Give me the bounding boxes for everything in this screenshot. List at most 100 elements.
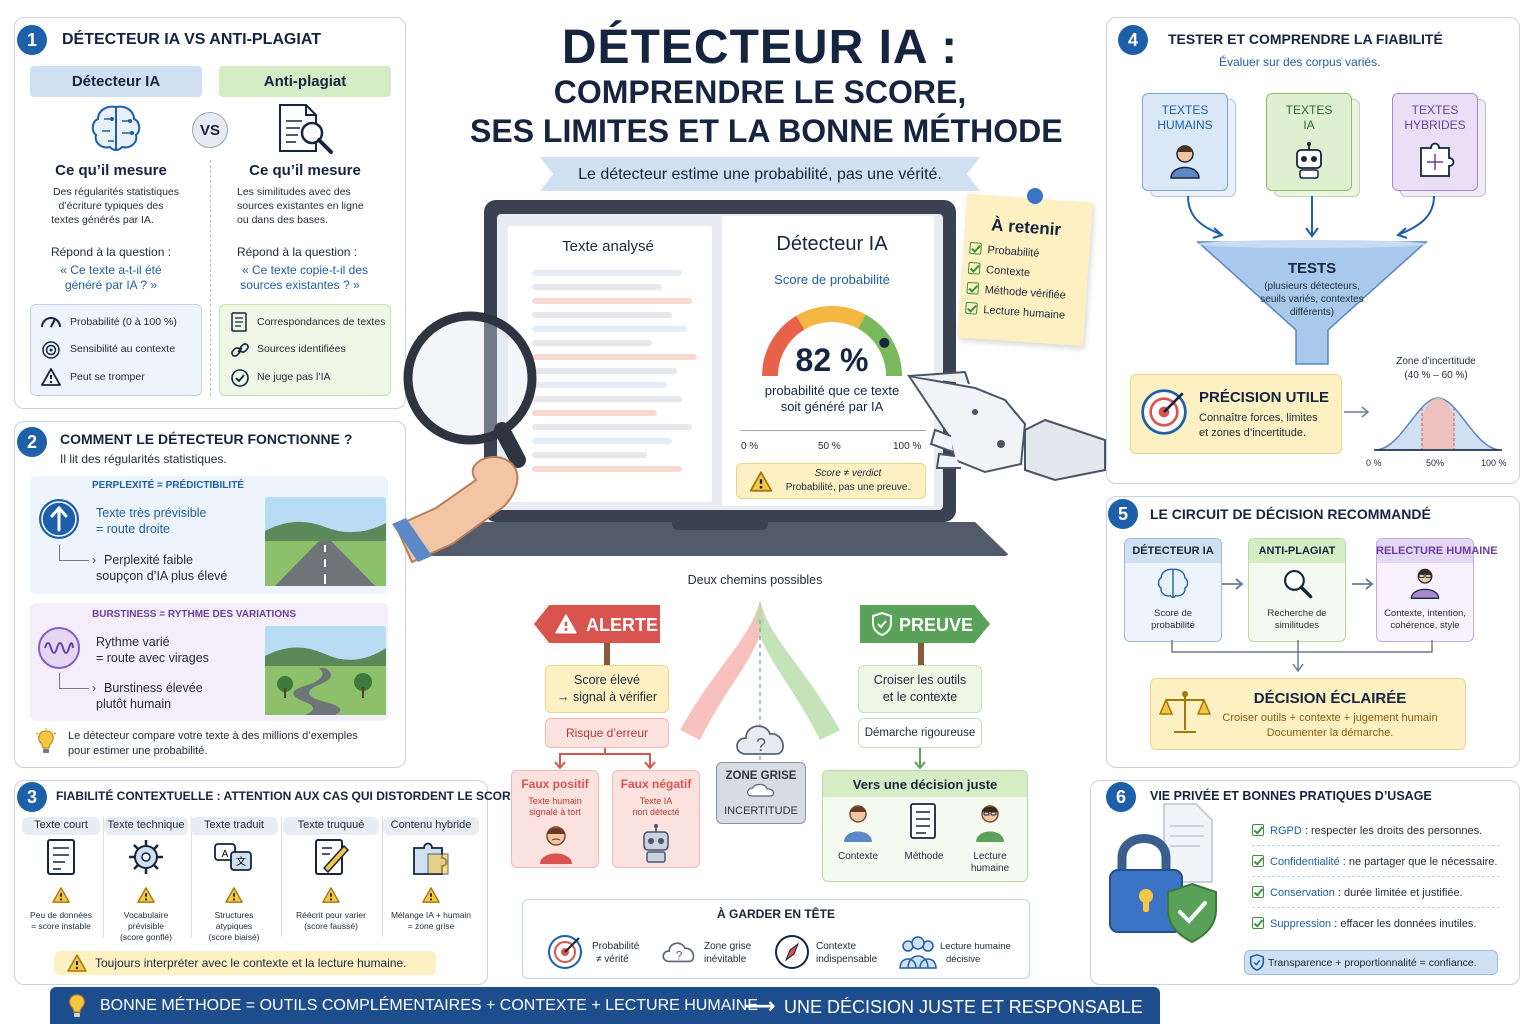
keep-item-3b: indispensable (816, 954, 878, 965)
gauge-segment (762, 315, 805, 377)
corpus-label: HUMAINS (1157, 118, 1213, 132)
laptop-notch (672, 522, 768, 530)
left-question-line2: généré par IA ? » (64, 278, 158, 292)
proof-cross-box (858, 665, 982, 713)
risk-text: Risque d’erreur (565, 726, 649, 740)
decision-step-header: RELECTURE HUMAINE (1376, 545, 1498, 557)
title-banner-text: Le détecteur estime une probabilité, pas… (578, 166, 942, 183)
gauge-marker (879, 337, 890, 348)
decision-step-desc: Score de (1153, 608, 1193, 619)
proof-method-box (858, 718, 982, 748)
privacy-item: Suppression : effacer les données inutil… (1252, 917, 1477, 932)
detector-title: Détecteur IA (776, 233, 888, 255)
wave-icon (38, 627, 80, 669)
informed-decision-title: DÉCISION ÉCLAIRÉE (1253, 690, 1407, 707)
section3-number: 3 (17, 782, 47, 812)
right-question-line1: « Ce texte copie-t-il des (241, 263, 369, 277)
keep-item-1a: Probabilité (592, 941, 640, 952)
case-desc: (score faussé) (304, 921, 358, 931)
precision-title: PRÉCISION UTILE (1199, 389, 1330, 406)
human-icon (1170, 145, 1200, 179)
scale-100: 100 % (893, 441, 922, 452)
case-label: Texte court (34, 819, 88, 831)
right-feature-1: Correspondances de textes (257, 316, 386, 328)
alert-label: ALERTE (586, 615, 658, 635)
right-arrow (1344, 406, 1370, 418)
case-label: Texte technique (107, 819, 185, 831)
false-positive-desc-2: signalé à tort (529, 807, 581, 817)
analysed-text-panel (508, 226, 712, 502)
burstiness-text-1: Rythme varié (96, 635, 170, 649)
bottom-bar (50, 987, 1160, 1024)
curve-tick-50: 50% (1426, 458, 1445, 468)
section2-subtitle: Il lit des régularités statistiques. (60, 452, 227, 466)
case-label-box (22, 817, 100, 835)
section6-number: 6 (1106, 782, 1136, 812)
svg-text:A: A (222, 849, 229, 860)
burstiness-result-arrow: › (92, 681, 96, 695)
section2-note-1: Le détecteur compare votre texte à des m… (68, 730, 358, 742)
section2-number: 2 (17, 427, 47, 457)
section3-warning-text: Toujours interpréter avec le contexte et… (95, 956, 407, 970)
text-line (532, 382, 667, 388)
decision-step-header: ANTI-PLAGIAT (1258, 545, 1336, 557)
keep-item-1b: ≠ vérité (596, 954, 629, 965)
robot-icon (1296, 142, 1322, 179)
case-icon: A文 (214, 843, 252, 871)
merge-arrows (1171, 640, 1433, 673)
privacy-item-key: Conservation (1270, 887, 1335, 899)
probability-gauge (762, 306, 902, 377)
risk-box (545, 718, 669, 748)
corpus-label: TEXTES (1411, 103, 1459, 117)
alert-post (604, 643, 610, 665)
privacy-item-key: Suppression (1270, 918, 1332, 930)
privacy-item-text: : respecter les droits des personnes. (1301, 825, 1483, 837)
text-line (532, 312, 672, 318)
text-line (532, 326, 687, 332)
burstiness-result-1: Burstiness élevée (104, 681, 203, 695)
case-desc: (score biaisé) (208, 932, 260, 942)
straight-road-image (265, 497, 386, 586)
fair-decision-item-1: Contexte (837, 851, 879, 862)
retenir-item-text: Contexte (985, 264, 1031, 280)
lightbulb-icon (69, 994, 85, 1017)
svg-text:?: ? (756, 735, 766, 755)
right-measure-line3: ou dans des bases. (237, 214, 329, 226)
retenir-item-text: Probabilité (987, 244, 1040, 260)
privacy-divider (1252, 907, 1500, 908)
funnel-title: TESTS (1287, 260, 1337, 277)
score-label: Score de probabilité (774, 272, 890, 287)
perplexity-result-1: Perplexité faible (104, 553, 193, 567)
scales-icon (1158, 691, 1212, 733)
score-value: 82 % (795, 342, 869, 378)
keep-in-mind-box (522, 899, 1030, 979)
robot-icon (643, 824, 669, 863)
link-icon (231, 343, 249, 357)
funnel-text-2: seuils variés, contextes (1260, 294, 1364, 305)
checkbox-icon (966, 281, 980, 295)
paths-title: Deux chemins possibles (687, 573, 823, 587)
retenir-title: À retenir (990, 215, 1062, 240)
checklist-document-icon (910, 803, 936, 839)
target-arrow-icon (1141, 389, 1187, 435)
case-icon (413, 842, 449, 875)
decision-step-desc: similitudes (1274, 620, 1320, 631)
corpus-label: IA (1303, 118, 1315, 132)
case-label-box (383, 817, 479, 835)
cloud-question-icon: ? (736, 725, 784, 755)
left-feature-2: Sensibilité au contexte (70, 343, 176, 355)
case-icon (47, 839, 75, 875)
privacy-item-text: : effacer les données inutiles. (1331, 918, 1477, 930)
warning-icon (52, 887, 70, 903)
fair-decision-header (823, 771, 1027, 797)
right-feature-3: Ne juge pas l’IA (257, 371, 331, 383)
case-desc: = score instable (31, 921, 91, 931)
uncertainty-zone-1: Zone d’incertitude (1396, 356, 1476, 367)
privacy-item: RGPD : respecter les droits des personne… (1252, 824, 1482, 839)
false-negative-desc-2: non détecté (632, 807, 680, 817)
decision-step-desc: cohérence, style (1390, 620, 1460, 631)
split-arrows (554, 748, 656, 770)
fog-icon (747, 783, 775, 797)
burstiness-text-2: = route avec virages (96, 651, 209, 665)
left-measure-line3: textes générés par IA. (51, 214, 154, 226)
